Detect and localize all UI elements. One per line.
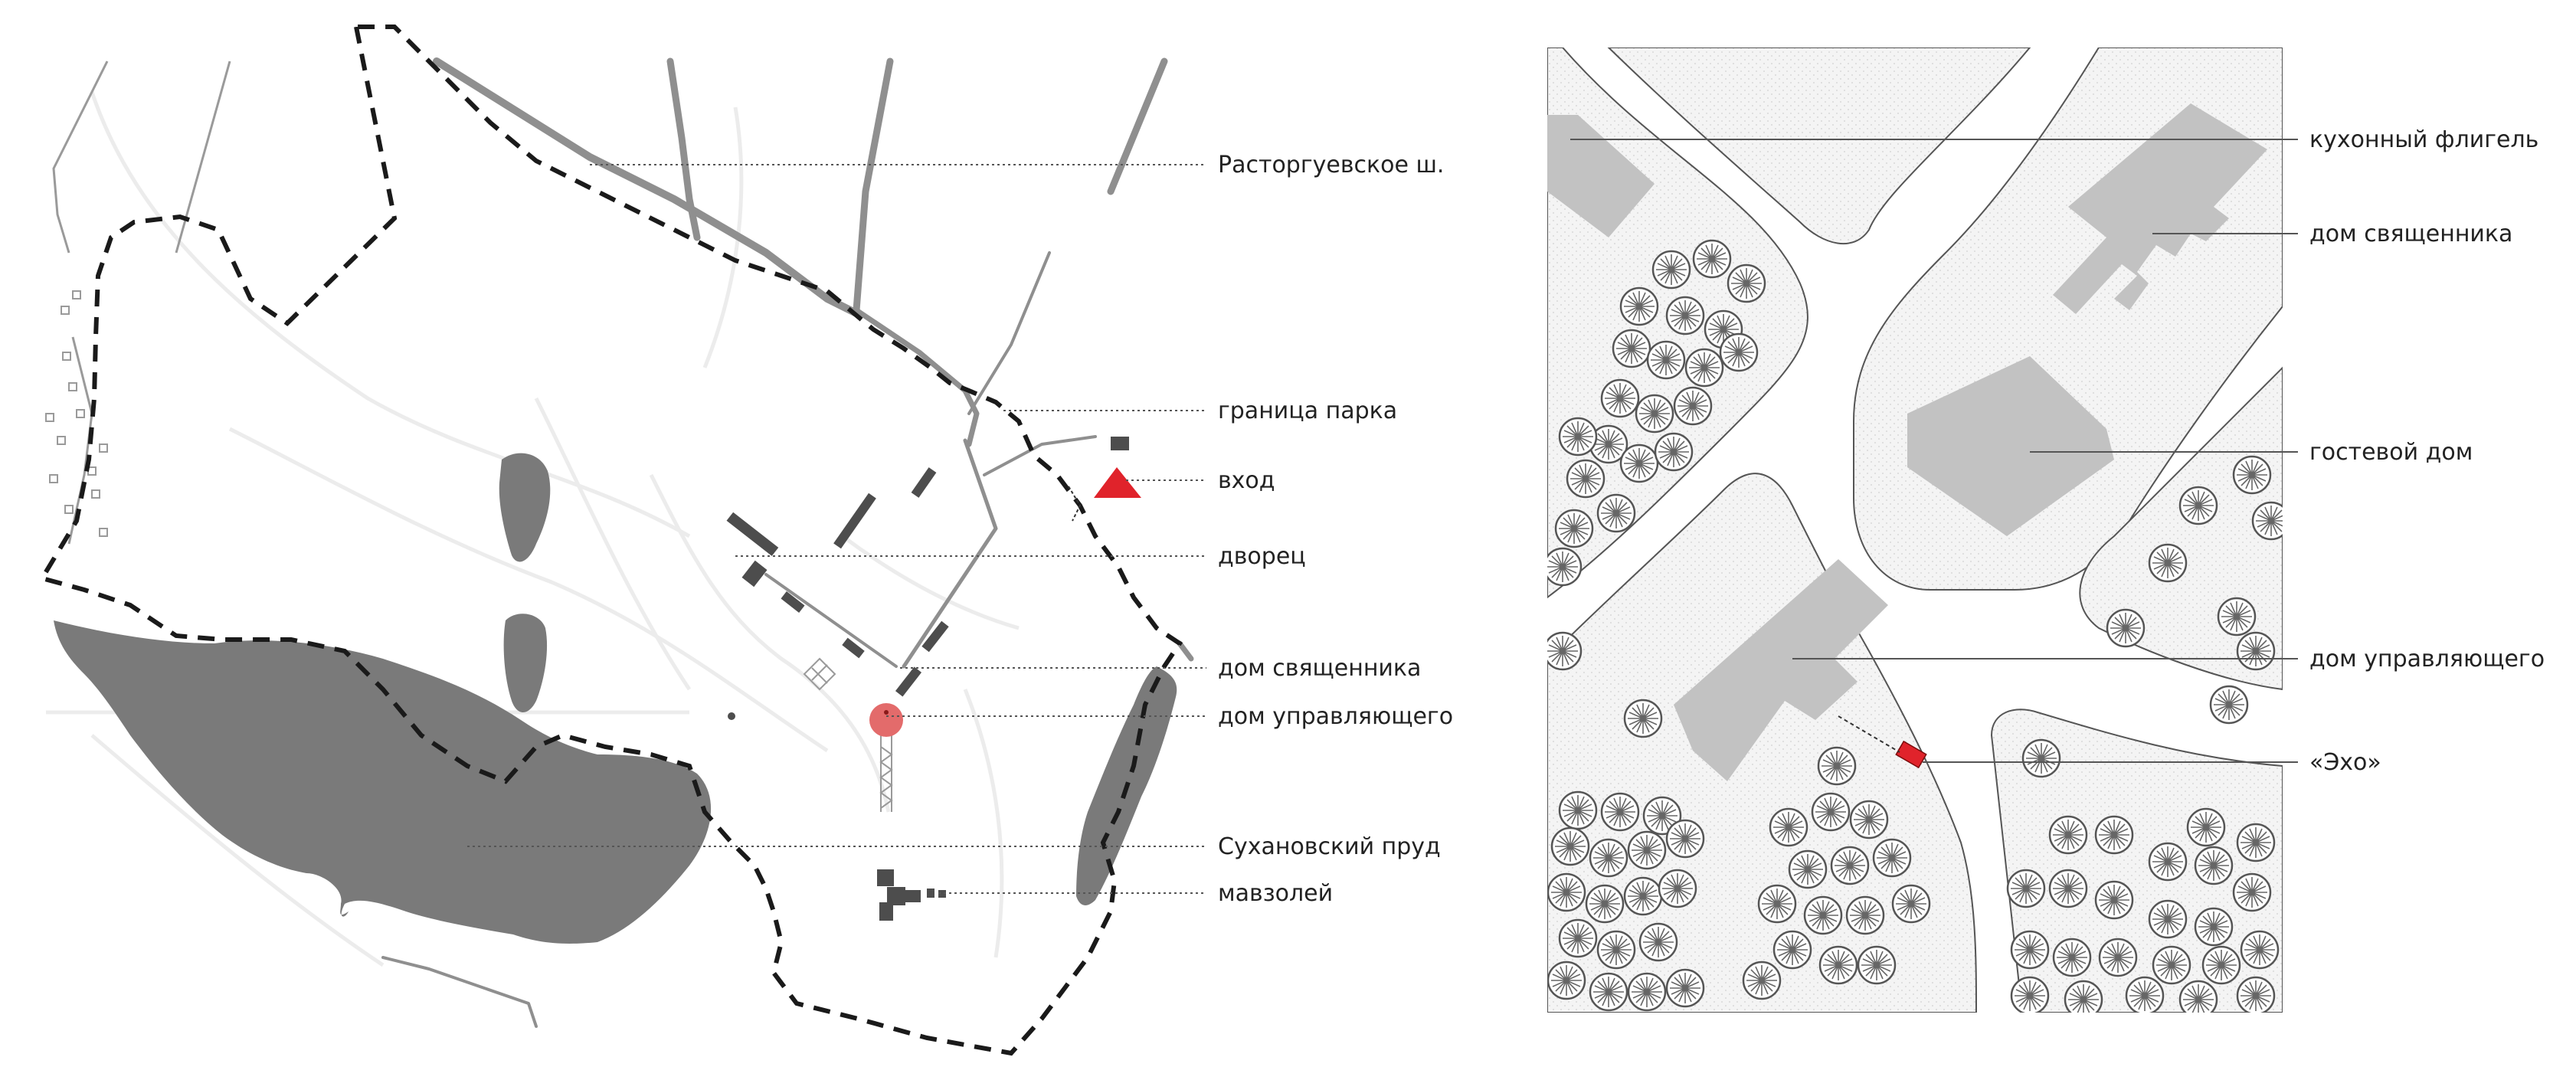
label-road: Расторгуевское ш. xyxy=(1218,152,1444,178)
echo-pavilion xyxy=(1895,740,1927,769)
middle-pond xyxy=(503,614,548,712)
village-houses xyxy=(45,290,108,537)
park-boundary xyxy=(38,25,1183,1056)
echo-path xyxy=(1838,715,1900,753)
detail-buildings xyxy=(1547,103,2267,781)
label-palace: дворец xyxy=(1218,543,1306,570)
west-roads xyxy=(52,61,231,545)
label-guest-house: гостевой дом xyxy=(2309,439,2473,466)
kitchen-wing-building xyxy=(1547,115,1655,237)
palace-building xyxy=(726,512,865,659)
detail-leaders xyxy=(1570,139,2298,763)
entrance-path xyxy=(1068,486,1082,522)
label-park-boundary: граница парка xyxy=(1218,398,1397,424)
label-detail-manager-house: дом управляющего xyxy=(2309,646,2545,673)
label-detail-priest-house: дом священника xyxy=(2309,221,2512,247)
overview-leaders xyxy=(467,164,1206,894)
label-priest-house: дом священника xyxy=(1218,655,1421,682)
manager-house-building xyxy=(1674,559,1888,781)
overview-labels: Расторгуевское ш. граница парка вход дво… xyxy=(1218,152,1453,907)
roads xyxy=(381,57,1194,1028)
priest-house-building xyxy=(2053,103,2267,314)
label-kitchen-wing: кухонный флигель xyxy=(2309,126,2538,153)
water-bodies xyxy=(54,453,1177,944)
mausoleum-building xyxy=(877,869,946,921)
label-manager-house: дом управляющего xyxy=(1218,703,1453,730)
entrance-marker xyxy=(1094,467,1141,498)
overview-map: Расторгуевское ш. граница парка вход дво… xyxy=(38,25,1453,1056)
manager-house-marker xyxy=(869,703,903,737)
detail-plan: кухонный флигель дом священника гостевой… xyxy=(1547,47,2545,1013)
north-pond xyxy=(499,453,551,562)
guest-house-building xyxy=(1907,356,2114,536)
buildings xyxy=(726,437,1129,921)
hatched-features xyxy=(803,657,893,812)
label-pond: Сухановский пруд xyxy=(1218,833,1441,860)
sukhanovsky-pond xyxy=(54,620,712,944)
detail-labels: кухонный флигель дом священника гостевой… xyxy=(2309,126,2545,776)
label-entrance: вход xyxy=(1218,467,1275,494)
label-echo: «Эхо» xyxy=(2309,749,2381,776)
label-mausoleum: мавзолей xyxy=(1218,880,1333,907)
